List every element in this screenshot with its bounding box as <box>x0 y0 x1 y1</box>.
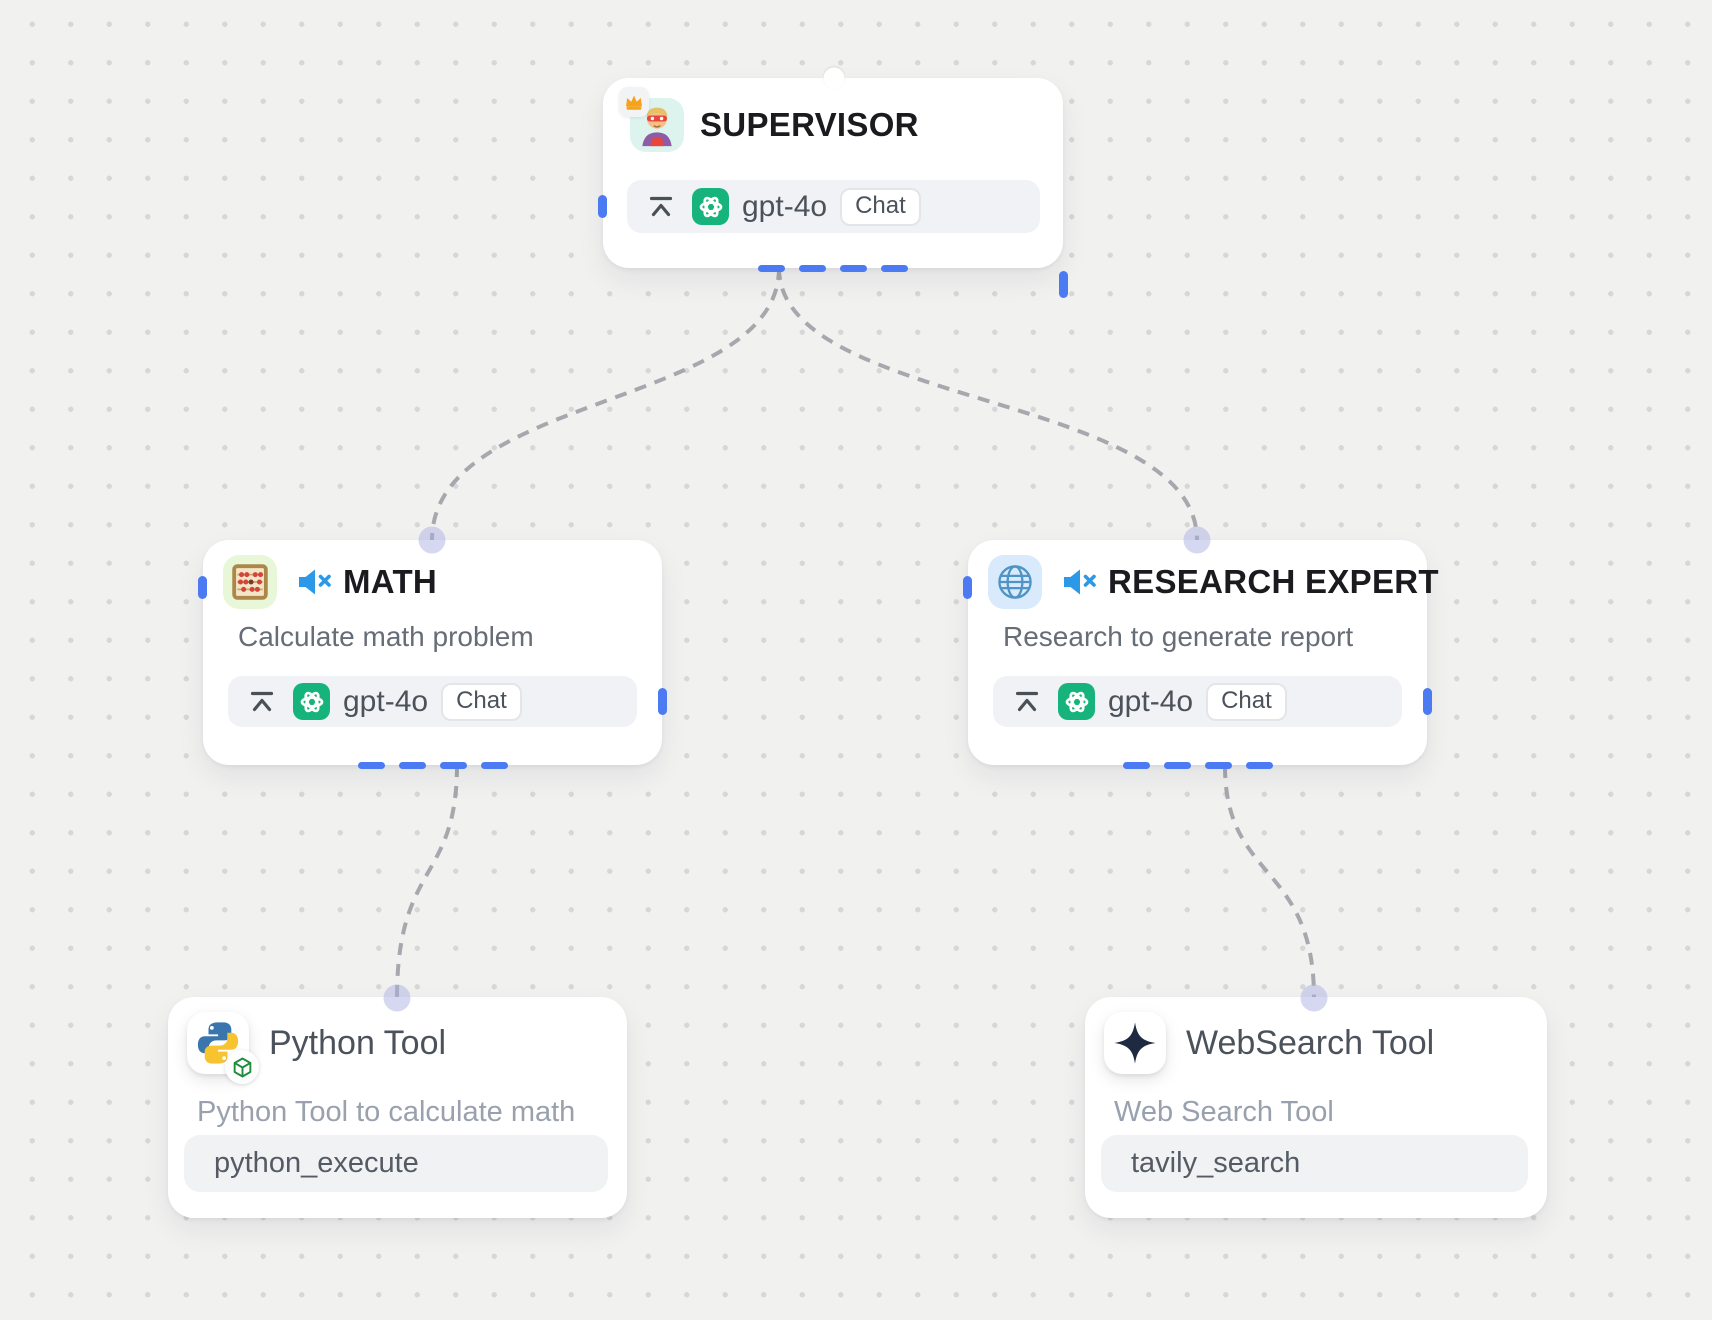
edge-math-python[interactable] <box>395 764 459 999</box>
bottom-source-handle[interactable] <box>758 265 908 272</box>
source-handle-right[interactable] <box>1059 271 1068 298</box>
mute-icon[interactable] <box>297 567 331 597</box>
bottom-source-handle[interactable] <box>357 762 508 769</box>
node-research-agent[interactable]: RESEARCH EXPERT Research to generate rep… <box>963 540 1439 769</box>
collapse-top-icon[interactable] <box>1013 688 1041 716</box>
target-handle-dot-python[interactable] <box>383 984 411 1012</box>
model-selector-row[interactable]: gpt-4o Chat <box>627 180 1040 233</box>
handle-dash <box>1245 762 1273 769</box>
crown-icon <box>619 87 649 117</box>
node-description: Web Search Tool <box>1114 1096 1334 1128</box>
node-description: Research to generate report <box>1003 621 1354 652</box>
tool-function-box[interactable]: python_execute <box>184 1135 608 1192</box>
sparkle-icon <box>1104 1012 1166 1074</box>
handle-dash <box>357 762 385 769</box>
handle-dash <box>799 265 826 272</box>
target-handle-dot-research[interactable] <box>1183 526 1211 554</box>
edge-research-websearch[interactable] <box>1223 765 1316 999</box>
superhero-icon <box>642 107 672 147</box>
openai-icon <box>293 683 330 720</box>
handle-dash <box>840 265 867 272</box>
node-supervisor[interactable]: SUPERVISOR gpt-4o Chat <box>598 78 1068 298</box>
handle-dash <box>1204 762 1232 769</box>
target-handle-left[interactable] <box>963 576 972 599</box>
handle-dash <box>1163 762 1191 769</box>
model-selector-row[interactable]: gpt-4o Chat <box>993 676 1402 727</box>
abacus-icon <box>223 555 277 609</box>
handle-dash <box>758 265 785 272</box>
node-title: RESEARCH EXPERT <box>1108 563 1439 600</box>
model-type-badge: Chat <box>840 187 921 226</box>
mute-icon[interactable] <box>1062 567 1096 597</box>
handle-dash <box>881 265 908 272</box>
target-handle-dot-supervisor[interactable] <box>823 67 845 89</box>
node-description: Calculate math problem <box>238 621 534 652</box>
python-icon <box>187 1012 259 1084</box>
edge-supervisor-research[interactable] <box>777 267 1199 541</box>
node-description: Python Tool to calculate math <box>197 1096 576 1128</box>
source-handle-right[interactable] <box>1423 688 1432 715</box>
handle-dash <box>1122 762 1150 769</box>
node-title: SUPERVISOR <box>700 106 919 143</box>
source-handle-right[interactable] <box>658 688 667 715</box>
handle-dash <box>439 762 467 769</box>
collapse-top-icon[interactable] <box>647 193 675 221</box>
openai-icon <box>692 188 729 225</box>
node-title: WebSearch Tool <box>1186 1023 1435 1062</box>
node-math-agent[interactable]: MATH Calculate math problem gpt-4o Chat <box>198 540 667 769</box>
target-handle-left[interactable] <box>598 195 607 218</box>
model-type-badge: Chat <box>441 682 522 721</box>
target-handle-dot-websearch[interactable] <box>1300 984 1328 1012</box>
node-title: Python Tool <box>269 1023 447 1062</box>
collapse-top-icon[interactable] <box>248 688 276 716</box>
model-name: gpt-4o <box>1108 684 1194 718</box>
model-selector-row[interactable]: gpt-4o Chat <box>228 676 637 727</box>
cube-icon <box>225 1050 259 1084</box>
globe-icon <box>988 555 1042 609</box>
target-handle-left[interactable] <box>198 576 207 599</box>
handle-dash <box>398 762 426 769</box>
node-title: MATH <box>343 563 438 600</box>
edge-supervisor-math[interactable] <box>430 267 781 541</box>
model-name: gpt-4o <box>343 684 429 718</box>
handle-dash <box>480 762 508 769</box>
openai-icon <box>1058 683 1095 720</box>
node-websearch-tool[interactable]: WebSearch Tool Web Search Tool tavily_se… <box>1085 997 1547 1218</box>
model-type-badge: Chat <box>1206 682 1287 721</box>
supervisor-avatar <box>619 87 684 152</box>
target-handle-dot-math[interactable] <box>418 526 446 554</box>
model-name: gpt-4o <box>742 189 828 223</box>
node-python-tool[interactable]: Python Tool Python Tool to calculate mat… <box>168 997 627 1218</box>
tool-function-box[interactable]: tavily_search <box>1101 1135 1528 1192</box>
tool-function-name: tavily_search <box>1131 1147 1301 1179</box>
tool-function-name: python_execute <box>214 1147 419 1179</box>
bottom-source-handle[interactable] <box>1122 762 1273 769</box>
